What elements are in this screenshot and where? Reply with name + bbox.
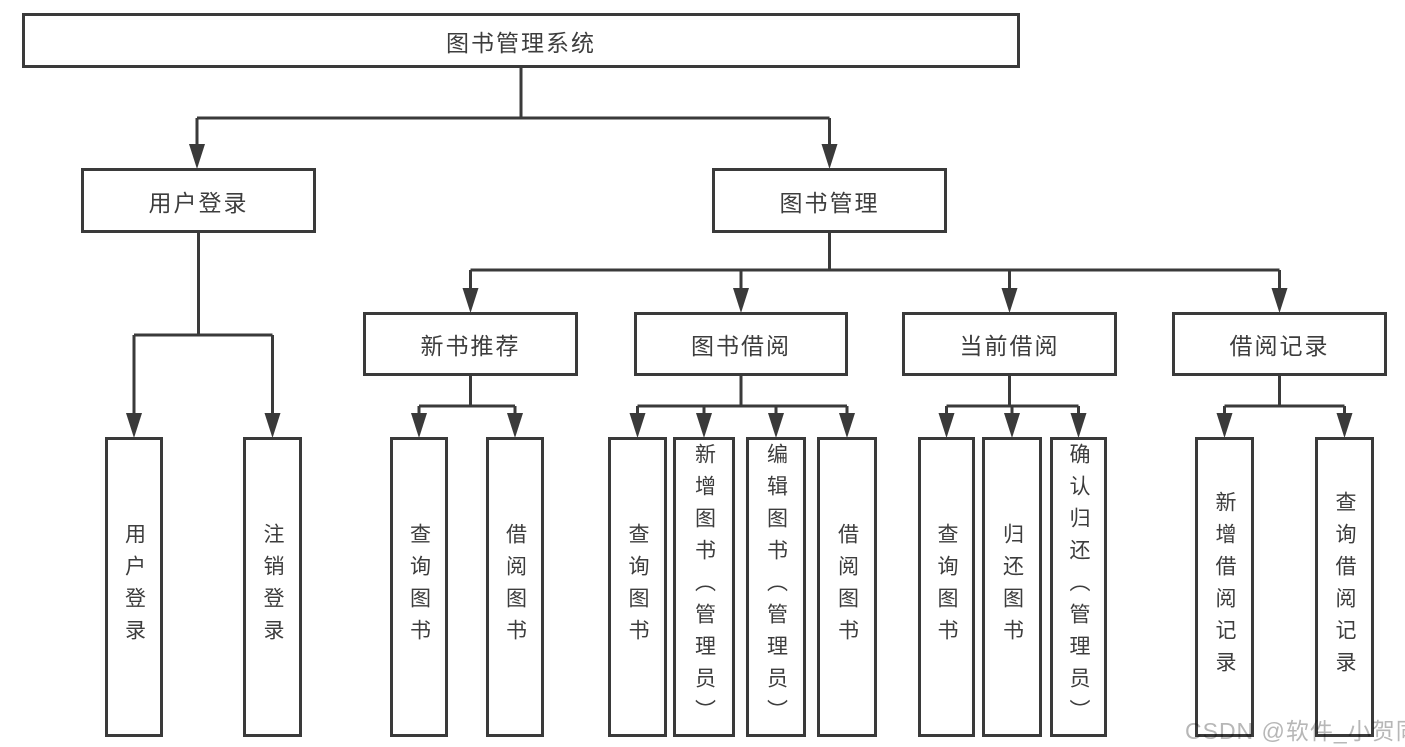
leaf-borrow-books-recommend: 借阅图书: [486, 437, 544, 737]
watermark: CSDN @软件_小贺同学: [1185, 718, 1405, 744]
node-root: 图书管理系统: [22, 13, 1020, 68]
leaf-return-books: 归还图书: [982, 437, 1042, 737]
node-borrow-records: 借阅记录: [1172, 312, 1387, 376]
leaf-query-borrow-record: 查询借阅记录: [1315, 437, 1374, 737]
leaf-add-books-admin: 新增图书（管理员）: [673, 437, 735, 737]
leaf-edit-books-admin: 编辑图书（管理员）: [746, 437, 806, 737]
leaf-query-books-current: 查询图书: [918, 437, 975, 737]
leaf-borrow-books: 借阅图书: [817, 437, 877, 737]
node-book-management: 图书管理: [712, 168, 947, 233]
leaf-confirm-return-admin: 确认归还（管理员）: [1050, 437, 1107, 737]
leaf-add-borrow-record: 新增借阅记录: [1195, 437, 1254, 737]
node-book-borrow: 图书借阅: [634, 312, 848, 376]
node-user-login-branch: 用户登录: [81, 168, 316, 233]
leaf-user-login: 用户登录: [105, 437, 163, 737]
node-current-borrow: 当前借阅: [902, 312, 1117, 376]
leaf-query-books-borrow: 查询图书: [608, 437, 667, 737]
leaf-query-books-recommend: 查询图书: [390, 437, 448, 737]
arrowhead-icons: [126, 144, 1353, 438]
leaf-logout: 注销登录: [243, 437, 302, 737]
node-new-book-recommend: 新书推荐: [363, 312, 578, 376]
